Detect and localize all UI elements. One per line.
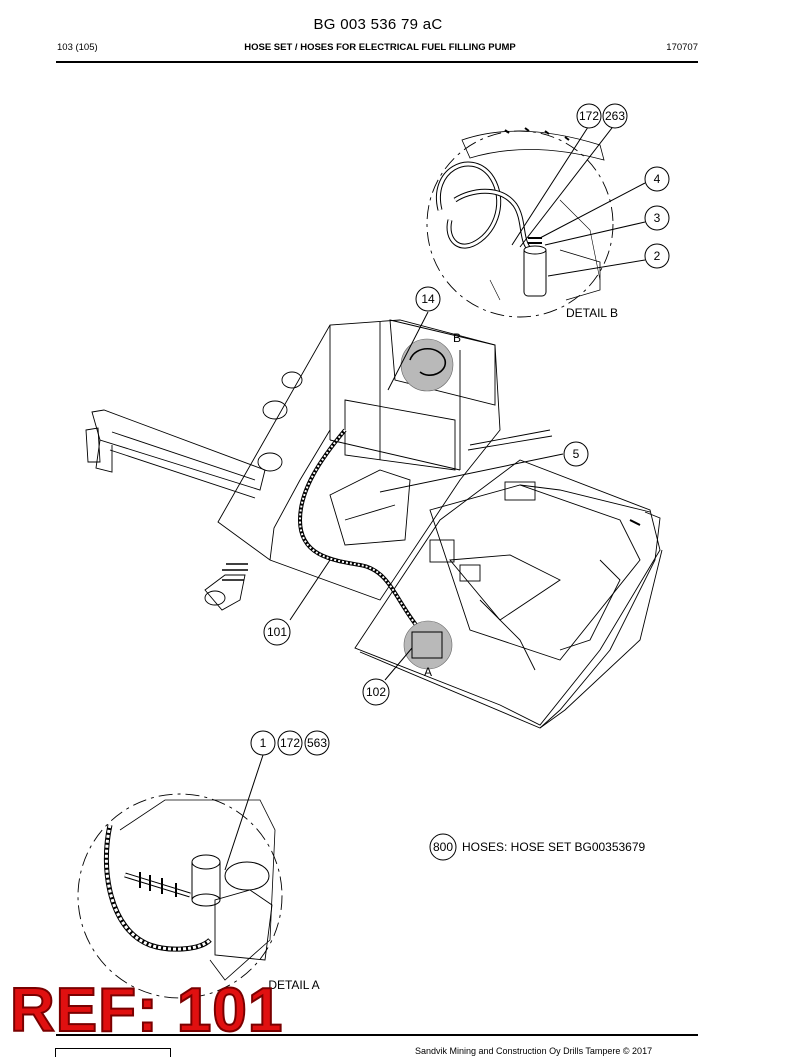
document-number: BG 003 536 79 aC: [313, 16, 443, 33]
detail-a-label: DETAIL A: [268, 978, 319, 992]
footer-copyright: Sandvik Mining and Construction Oy Drill…: [415, 1046, 653, 1056]
callout-circle-263: [602, 103, 628, 129]
callout-563: 563: [307, 736, 327, 750]
machine-frame: [85, 319, 663, 729]
ref-stamp: REF: 101: [9, 976, 284, 1045]
callout-102: 102: [366, 685, 386, 699]
callout-circle-172: [576, 103, 602, 129]
callout-4: 4: [654, 172, 661, 186]
callout-circle-4: [644, 166, 670, 192]
detail-a-marker: A: [424, 665, 432, 679]
callout-circle-2: [644, 243, 670, 269]
callout-263: 263: [605, 109, 625, 123]
header-rule: [56, 61, 698, 63]
callout-3: 3: [654, 211, 661, 225]
callout-circle-172b: [277, 730, 303, 756]
callout-circle-3: [644, 205, 670, 231]
callout-circle-563: [304, 730, 330, 756]
callout-circle-101: [263, 618, 291, 646]
callout-101: 101: [267, 625, 287, 639]
hose-set-note: HOSES: HOSE SET BG00353679: [462, 840, 646, 854]
footer-rule: [56, 1034, 698, 1036]
callout-circle-1: [250, 730, 276, 756]
callout-circle-102: [362, 678, 390, 706]
callout-172b: 172: [280, 736, 300, 750]
callout-172: 172: [579, 109, 599, 123]
detail-a-view: [77, 751, 283, 999]
callout-circle-14: [415, 286, 441, 312]
document-code: 170707: [666, 42, 698, 53]
detail-b-label: DETAIL B: [566, 306, 618, 320]
callout-1: 1: [260, 736, 267, 750]
page-title: HOSE SET / HOSES FOR ELECTRICAL FUEL FIL…: [244, 42, 516, 53]
hose-route: [297, 428, 422, 632]
callout-circle-5: [563, 441, 589, 467]
detail-b-marker: B: [453, 331, 461, 345]
callout-circle-800: [429, 833, 457, 861]
page-number: 103 (105): [57, 42, 98, 53]
callout-14: 14: [421, 292, 435, 306]
callout-2: 2: [654, 249, 661, 263]
detail-a-highlight: [403, 620, 453, 670]
callout-5: 5: [573, 447, 580, 461]
detail-b-view: [426, 123, 646, 318]
callout-800: 800: [433, 840, 453, 854]
